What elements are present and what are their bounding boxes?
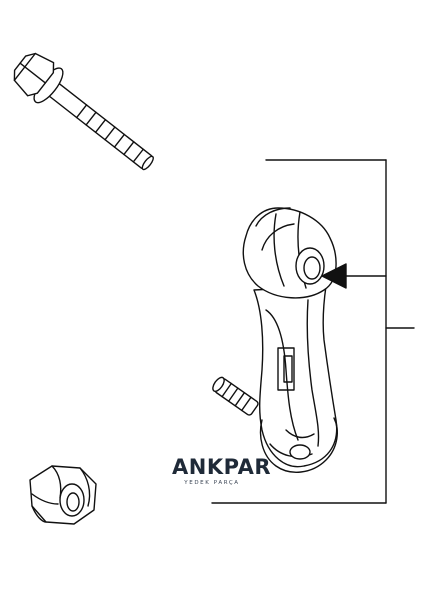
flange-nut-part: [29, 465, 97, 525]
watermark-brand: ANKPAR: [172, 455, 271, 479]
stabilizer-link-part: [212, 207, 338, 473]
callout-bracket: [211, 159, 415, 504]
brand-watermark: ANKPAR YEDEK PARÇA: [172, 455, 271, 487]
bolt-part: [13, 52, 154, 171]
pointer-arrow-icon: [321, 263, 347, 289]
watermark-subtitle: YEDEK PARÇA: [184, 480, 240, 486]
